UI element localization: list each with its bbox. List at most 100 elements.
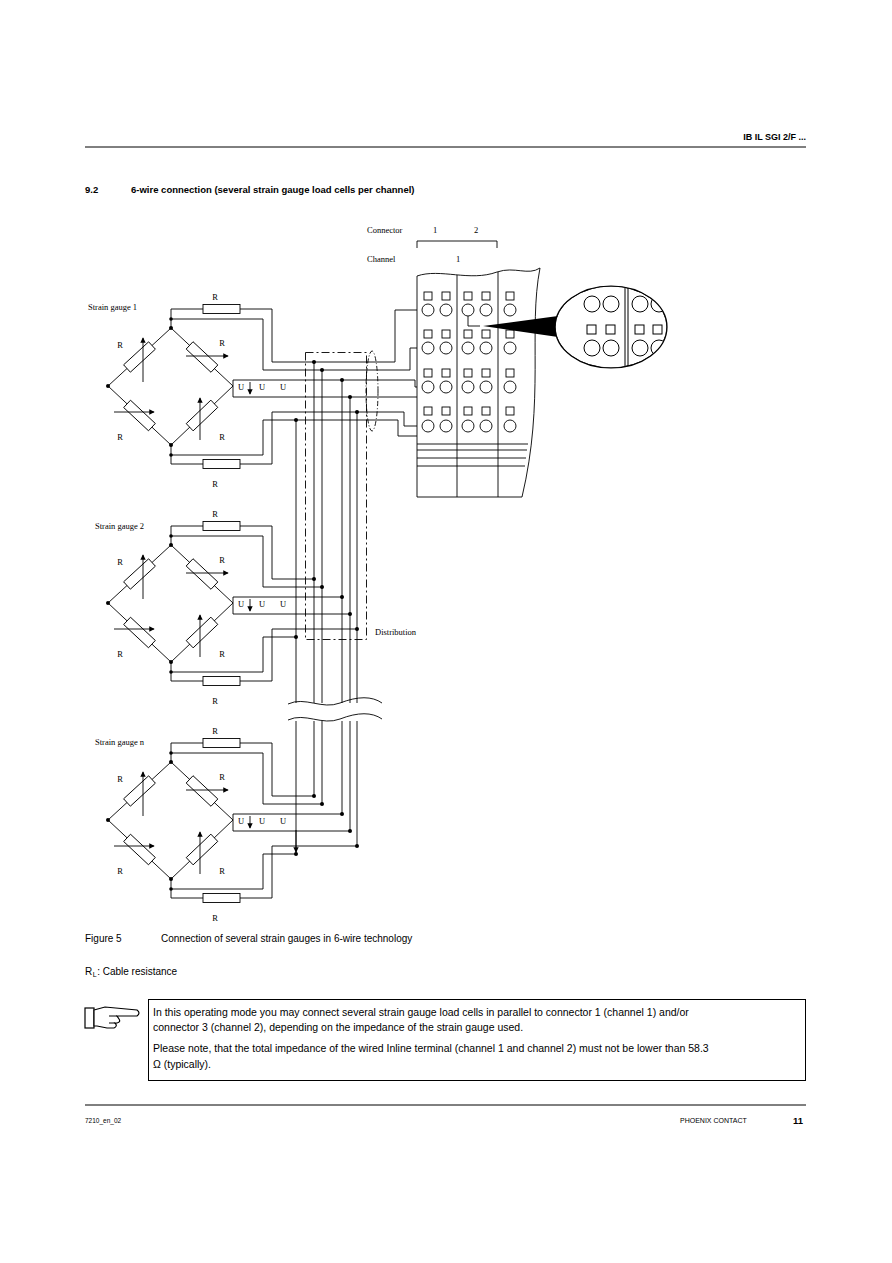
resistor-label: R [219, 867, 225, 877]
drawn-rect [606, 325, 615, 334]
resistor-label: R [212, 727, 218, 737]
drawn-rect [464, 292, 472, 300]
terminal-circle [462, 342, 474, 354]
drawn-rect [464, 330, 472, 338]
drawn-rect [424, 369, 432, 377]
section-number: 9.2 [85, 185, 98, 196]
resistor-label: R [212, 697, 218, 707]
drawn-rect [424, 407, 432, 415]
terminal-circle [603, 296, 619, 312]
terminal-circle [603, 340, 619, 356]
drawn-path [288, 714, 382, 721]
strain-gauge-bridge [106, 305, 359, 469]
symbol-subscript: L [93, 971, 97, 979]
drawing-group [417, 268, 540, 497]
drawn-rect [506, 369, 514, 377]
terminal-circle [422, 342, 434, 354]
section-heading: 6-wire connection (several strain gauge … [131, 185, 415, 196]
terminal-circle [480, 381, 492, 393]
drawn-rect [424, 330, 432, 338]
document-code: 7210_en_02 [85, 1117, 121, 1124]
voltage-label: U [259, 817, 265, 827]
wire-line [350, 721, 351, 831]
resistor-label: R [212, 914, 218, 924]
terminal-circle [422, 381, 434, 393]
drawn-path [288, 698, 382, 705]
drawn-ellipse [555, 286, 667, 368]
resistor-label: R [212, 480, 218, 490]
strain-gauge-bridge [106, 739, 359, 903]
wire-line [350, 397, 351, 703]
wire-line [468, 316, 480, 326]
wire-line [296, 830, 297, 852]
terminal-circle [422, 420, 434, 432]
connector-number: 2 [474, 226, 478, 236]
resistor-label: R [212, 510, 218, 520]
resistor-label: R [117, 867, 123, 877]
voltage-label: U [238, 600, 244, 610]
channel-number: 1 [456, 255, 460, 265]
drawing-group [422, 292, 516, 432]
wire-line [342, 380, 422, 387]
resistor-label: R [117, 558, 123, 568]
wire-line [296, 721, 297, 854]
distribution-region: Distribution [305, 352, 367, 640]
drawn-rect [635, 325, 644, 334]
drawn-rect [506, 292, 514, 300]
drawn-path [417, 268, 540, 497]
terminal-circle [480, 304, 492, 316]
resistor-label: R [117, 650, 123, 660]
terminal-circle [632, 340, 648, 356]
wire-line [417, 444, 528, 445]
wire-line [457, 275, 458, 497]
connector-number: 1 [433, 226, 437, 236]
resistor-label: R [212, 293, 218, 303]
voltage-label: U [259, 600, 265, 610]
drawn-rect [442, 292, 450, 300]
symbol-label: R [85, 966, 92, 978]
voltage-label: U [238, 383, 244, 393]
page-number: 11 [793, 1116, 803, 1127]
gauge-label: Strain gauge 2 [95, 522, 144, 532]
drawn-polygon [483, 316, 558, 337]
terminal-circle [504, 342, 516, 354]
terminal-circle [440, 342, 452, 354]
region-label: Distribution [375, 628, 416, 638]
drawn-rect [506, 330, 514, 338]
voltage-label: U [259, 383, 265, 393]
resistor-label: R [219, 650, 225, 660]
terminal-circle [480, 342, 492, 354]
drawn-rect [464, 407, 472, 415]
drawn-rect [482, 407, 490, 415]
wire-line [342, 721, 343, 814]
drawn-rect [482, 369, 490, 377]
region-outline [305, 352, 367, 640]
wire-line [85, 1105, 806, 1106]
symbol-description: : Cable resistance [97, 966, 177, 978]
wire-line [417, 466, 525, 467]
voltage-label: U [280, 600, 286, 610]
dash-dot-border [306, 353, 367, 640]
wire-line [85, 147, 806, 148]
terminal-circle [422, 304, 434, 316]
drawn-path [417, 241, 497, 248]
drawn-rect [442, 407, 450, 415]
page-header: IB IL SGI 2/F ... [743, 132, 806, 142]
drawing-group [555, 280, 667, 370]
wire-line [498, 272, 499, 497]
terminal-circle [462, 420, 474, 432]
resistor-label: R [117, 433, 123, 443]
wire-line [357, 412, 358, 703]
figure-caption: Connection of several strain gauges in 6… [161, 933, 412, 945]
drawn-rect [482, 292, 490, 300]
drawn-rect [464, 369, 472, 377]
resistor-label: R [117, 775, 123, 785]
terminal-circle [584, 340, 600, 356]
terminal-circle [504, 420, 516, 432]
gauge-label: Strain gauge n [95, 738, 144, 748]
wire-line [417, 450, 527, 451]
drawn-path [94, 1007, 139, 1028]
wire-line [314, 310, 422, 362]
